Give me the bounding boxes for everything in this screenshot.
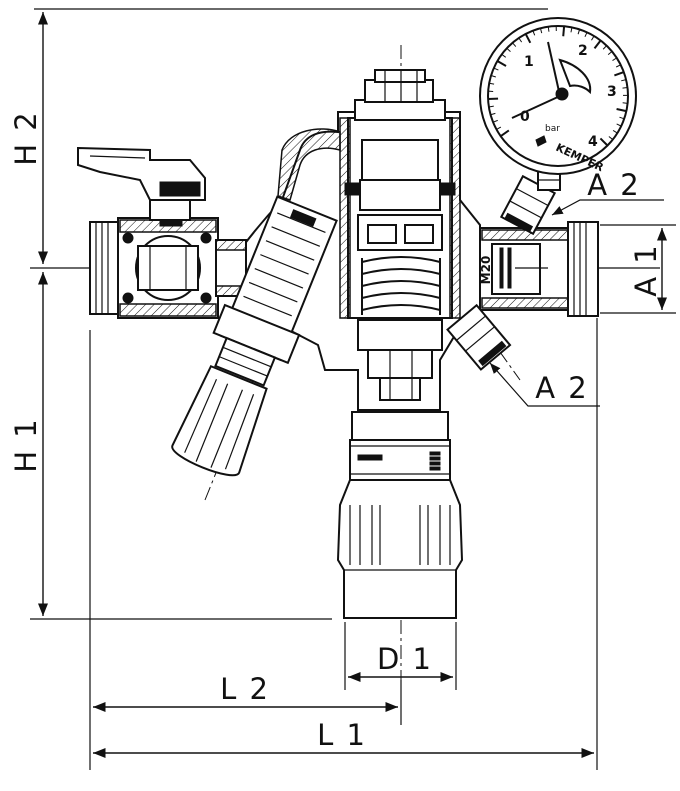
gauge-ticks bbox=[488, 26, 629, 147]
gauge-tick bbox=[496, 60, 507, 67]
gauge-tick bbox=[500, 129, 510, 137]
gauge-tick bbox=[570, 27, 573, 33]
label-a2-bottom: A 2 bbox=[535, 371, 589, 405]
label-l1: L 1 bbox=[317, 718, 367, 752]
gauge-tick bbox=[615, 64, 621, 68]
gauge-tick bbox=[584, 32, 588, 38]
gauge-tick bbox=[612, 130, 618, 134]
gauge-tick bbox=[496, 126, 502, 130]
outlet: M20 bbox=[479, 221, 599, 317]
gauge-tick bbox=[621, 79, 627, 82]
gauge-tick bbox=[493, 67, 499, 71]
label-l2: L 2 bbox=[220, 672, 270, 706]
gauge-label-2: 2 bbox=[578, 43, 588, 59]
gauge-tick bbox=[607, 51, 613, 56]
gauge-tick bbox=[602, 45, 607, 50]
gauge-tick bbox=[591, 35, 595, 41]
label-a2-top: A 2 bbox=[587, 168, 641, 202]
gauge-tick bbox=[562, 26, 566, 37]
gauge-tick bbox=[506, 47, 511, 53]
label-h2: H 2 bbox=[9, 110, 43, 165]
gauge-tick bbox=[489, 82, 495, 85]
gauge-tick bbox=[512, 42, 517, 47]
gauge-tick bbox=[501, 53, 507, 58]
gauge-label-3: 3 bbox=[607, 84, 617, 100]
gauge-tick bbox=[599, 137, 609, 147]
gauge-unit: bar bbox=[545, 124, 560, 134]
pressure-port-lower bbox=[446, 303, 512, 371]
spring bbox=[361, 256, 441, 315]
gauge-tick bbox=[616, 108, 627, 113]
label-a1: A 1 bbox=[629, 243, 663, 297]
gauge-tick bbox=[524, 33, 532, 44]
nut-size-marking: M20 bbox=[479, 256, 493, 285]
gauge-tick bbox=[492, 119, 498, 123]
gauge-tick bbox=[608, 136, 614, 140]
gauge-tick bbox=[539, 28, 543, 34]
dimension-labels: H 2 H 1 A 1 A 2 A 2 D 1 L 2 L 1 bbox=[9, 110, 663, 752]
gauge-label-0: 0 bbox=[520, 109, 530, 125]
pressure-gauge: 0 1 2 3 4 bar KEMPER bbox=[479, 17, 637, 191]
gauge-tick bbox=[532, 30, 536, 36]
gauge-tick bbox=[614, 71, 625, 77]
inlet-ball-valve bbox=[77, 146, 247, 319]
angled-bonnet bbox=[171, 195, 338, 477]
gauge-tick bbox=[488, 105, 494, 108]
gauge-tick bbox=[622, 102, 628, 104]
valve-body bbox=[239, 69, 481, 619]
gauge-tick bbox=[612, 57, 617, 62]
gauge-tick bbox=[619, 116, 625, 120]
gauge-tick bbox=[490, 75, 496, 78]
gauge-tick bbox=[547, 26, 550, 32]
gauge-tick bbox=[593, 39, 602, 50]
label-d1: D 1 bbox=[377, 642, 433, 676]
label-h1: H 1 bbox=[9, 417, 43, 472]
gauge-tick bbox=[616, 123, 622, 127]
gauge-label-4: 4 bbox=[588, 134, 598, 150]
gauge-tick bbox=[577, 29, 581, 35]
gauge-tick bbox=[518, 37, 523, 43]
gauge-label-1: 1 bbox=[524, 54, 534, 70]
gauge-tick bbox=[490, 112, 496, 116]
gauge-tick bbox=[622, 86, 628, 89]
